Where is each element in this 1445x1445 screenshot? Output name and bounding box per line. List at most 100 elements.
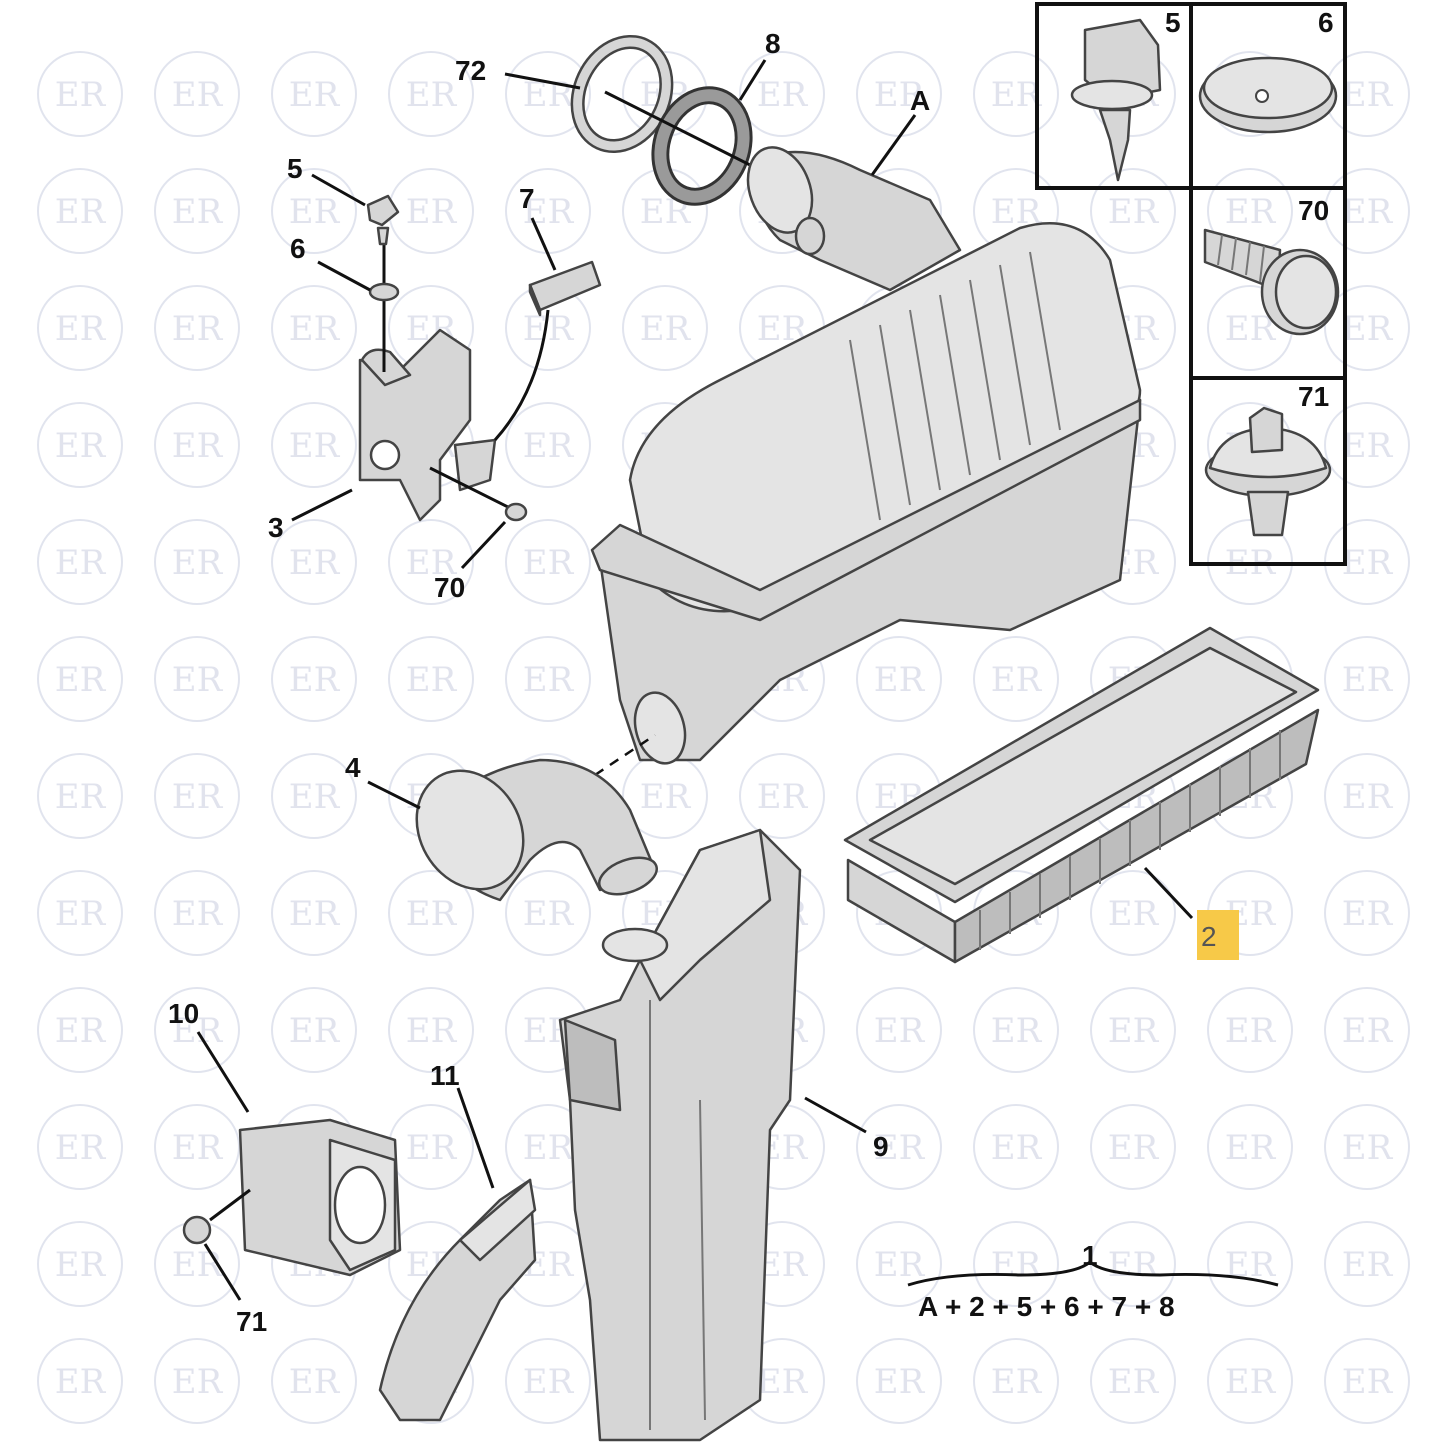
- watermark-seal: [1324, 870, 1410, 956]
- part-7-rubber-pad: [528, 260, 602, 317]
- watermark-seal: [271, 519, 357, 605]
- watermark-seal-text: ER: [406, 75, 458, 115]
- watermark-seal: [1324, 402, 1410, 488]
- watermark-seal-text: ER: [406, 1128, 458, 1168]
- watermark-seal: [1207, 987, 1293, 1073]
- watermark-seal-text: ER: [640, 309, 692, 349]
- watermark-seal: [1324, 1104, 1410, 1190]
- watermark-seal: [37, 402, 123, 488]
- watermark-seal: [505, 870, 591, 956]
- watermark-seal-text: ER: [757, 75, 809, 115]
- inset-panels: [1035, 2, 1347, 566]
- inset-part-5-clip: [1070, 18, 1162, 182]
- watermark-seal-text: ER: [523, 192, 575, 232]
- part-6-washer: [368, 282, 400, 302]
- watermark-seal-text: ER: [874, 660, 926, 700]
- watermark-seal: [37, 1338, 123, 1424]
- watermark-seal: [973, 1104, 1059, 1190]
- watermark-seal: [388, 870, 474, 956]
- watermark-seal-text: ER: [523, 1128, 575, 1168]
- watermark-seal-text: ER: [1225, 1362, 1277, 1402]
- watermark-seal: [1324, 168, 1410, 254]
- watermark-seal-text: ER: [55, 894, 107, 934]
- part-71-push-nut: [182, 1215, 212, 1245]
- watermark-seal-text: ER: [406, 894, 458, 934]
- watermark-seal: [154, 519, 240, 605]
- leader-lines: [196, 59, 1194, 1301]
- watermark-seal-text: ER: [172, 660, 224, 700]
- watermark-seal-text: ER: [172, 1245, 224, 1285]
- watermark-seal: [1324, 285, 1410, 371]
- watermark-seal: [154, 636, 240, 722]
- watermark-seal-text: ER: [289, 543, 341, 583]
- watermark-seal-text: ER: [289, 75, 341, 115]
- watermark-seal: [37, 1221, 123, 1307]
- kit-composition: 1 A + 2 + 5 + 6 + 7 + 8: [907, 1240, 1279, 1322]
- watermark-seal: [388, 636, 474, 722]
- watermark-seal-text: ER: [406, 660, 458, 700]
- watermark-seal-text: ER: [1342, 1245, 1394, 1285]
- watermark-seal: [154, 1338, 240, 1424]
- watermark-seal: [973, 1338, 1059, 1424]
- watermark-seal-text: ER: [523, 543, 575, 583]
- watermark-seal: [271, 753, 357, 839]
- watermark-seal-text: ER: [1342, 1011, 1394, 1051]
- watermark-seal-text: ER: [289, 660, 341, 700]
- watermark-seal-text: ER: [1342, 75, 1394, 115]
- watermark-seal: [1324, 753, 1410, 839]
- watermark-seal-text: ER: [289, 1362, 341, 1402]
- part-9-air-intake-duct: [558, 828, 802, 1442]
- watermark-seal: [37, 753, 123, 839]
- watermark-seal-text: ER: [289, 426, 341, 466]
- watermark-seal-text: ER: [1342, 1362, 1394, 1402]
- watermark-seal-text: ER: [55, 660, 107, 700]
- watermark-seal-text: ER: [406, 1011, 458, 1051]
- watermark-seal: [37, 51, 123, 137]
- inset-label-71: 71: [1298, 381, 1329, 412]
- watermark-seal-text: ER: [55, 1011, 107, 1051]
- watermark-seal-text: ER: [289, 192, 341, 232]
- watermark-seal: [154, 285, 240, 371]
- part-5-clip: [366, 194, 400, 246]
- inset-labels: 5 6 70 71: [1165, 7, 1334, 412]
- inset-label-6: 6: [1318, 7, 1334, 38]
- watermark-seal-text: ER: [523, 1362, 575, 1402]
- watermark-seal: [271, 1338, 357, 1424]
- part-10-duct-connector: [238, 1118, 402, 1277]
- watermark-seal-text: ER: [172, 309, 224, 349]
- watermark-seal-text: ER: [640, 777, 692, 817]
- parts: [182, 34, 1320, 1442]
- inset-part-6-washer: [1198, 56, 1338, 134]
- part-70-screw: [504, 502, 528, 522]
- callout-2: 2: [1201, 921, 1217, 952]
- watermark-seal-text: ER: [1225, 192, 1277, 232]
- watermark-seal-text: ER: [874, 1128, 926, 1168]
- watermark-seal-text: ER: [289, 894, 341, 934]
- watermark-seal: [505, 1338, 591, 1424]
- callout-3: 3: [268, 512, 284, 543]
- watermark-seal-text: ER: [172, 1362, 224, 1402]
- watermark-seal-text: ER: [1108, 894, 1160, 934]
- watermark-seal: [37, 1104, 123, 1190]
- watermark-seal-text: ER: [757, 1362, 809, 1402]
- watermark-seal: [1324, 987, 1410, 1073]
- watermark-seal: [856, 987, 942, 1073]
- watermark-seal-text: ER: [55, 1128, 107, 1168]
- watermark-seal-text: ER: [874, 1011, 926, 1051]
- watermark-seal-text: ER: [523, 426, 575, 466]
- watermark-seal: [37, 519, 123, 605]
- callout-4: 4: [345, 752, 361, 783]
- watermark-seal-text: ER: [874, 1245, 926, 1285]
- watermark-seal: [154, 987, 240, 1073]
- watermark-seal: [271, 870, 357, 956]
- watermark-seal-text: ER: [289, 777, 341, 817]
- part-72-hose-clamp: [570, 34, 674, 154]
- part-4-elbow-hose: [415, 758, 658, 902]
- watermark-seal-text: ER: [1342, 192, 1394, 232]
- watermark-seal: [271, 285, 357, 371]
- watermark-seal-text: ER: [1108, 192, 1160, 232]
- watermark-seal: [271, 987, 357, 1073]
- watermark-seal-text: ER: [55, 1362, 107, 1402]
- watermark-seal-text: ER: [172, 1128, 224, 1168]
